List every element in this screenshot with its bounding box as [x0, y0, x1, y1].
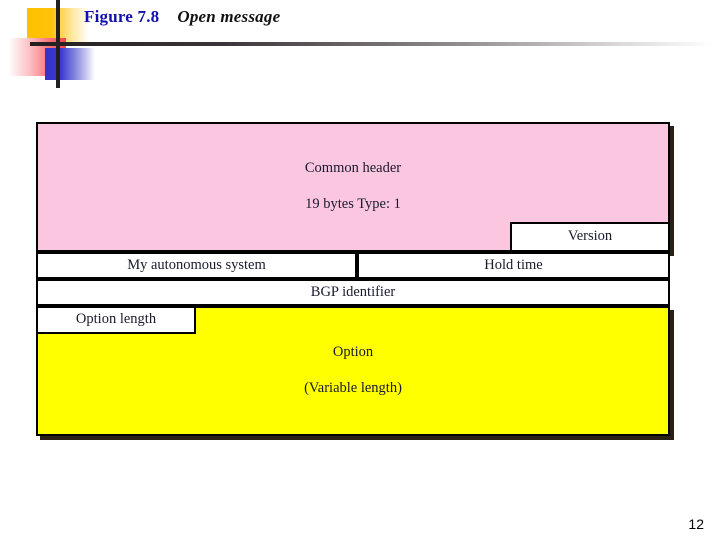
- figure-label: Figure 7.8: [84, 7, 160, 26]
- header-decoration: [0, 0, 720, 95]
- field-version-label: Version: [567, 228, 613, 245]
- field-my-autonomous-system-label: My autonomous system: [127, 256, 266, 273]
- field-option-length-label: Option length: [75, 311, 157, 328]
- figure-caption: Open message: [177, 7, 281, 26]
- field-hold-time: Hold time: [357, 252, 670, 279]
- field-bgp-identifier-label: BGP identifier: [310, 283, 396, 300]
- field-bgp-identifier: BGP identifier: [36, 279, 670, 306]
- field-hold-time-label: Hold time: [484, 256, 543, 273]
- common-header-line2: 19 bytes Type: 1: [305, 195, 401, 212]
- bgp-open-message-diagram: Common header 19 bytes Type: 1 Version M…: [36, 122, 674, 440]
- page-title: Figure 7.8 Open message: [84, 8, 280, 26]
- option-line1: Option: [332, 344, 374, 361]
- field-version: Version: [510, 222, 670, 252]
- horizontal-rule-icon: [30, 42, 712, 46]
- field-option-length: Option length: [36, 306, 196, 334]
- blue-square-icon: [45, 48, 95, 80]
- page-number: 12: [688, 516, 704, 532]
- field-my-autonomous-system: My autonomous system: [36, 252, 357, 279]
- field-common-header-label: Common header 19 bytes Type: 1: [305, 143, 401, 231]
- common-header-line1: Common header: [304, 160, 402, 177]
- option-line2: (Variable length): [304, 379, 402, 396]
- field-option-label: Option (Variable length): [304, 327, 402, 415]
